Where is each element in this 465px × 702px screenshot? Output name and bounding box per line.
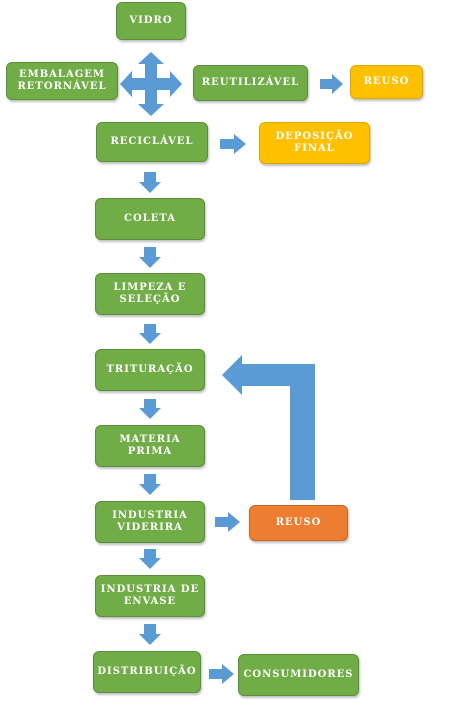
arrow-trituracao-to-materia (139, 399, 161, 419)
arrow-coleta-to-limpeza (139, 247, 161, 268)
arrow-reciclavel-to-deposicao (220, 134, 246, 154)
four-way-arrow (120, 52, 182, 116)
arrow-industria-to-envase (139, 549, 161, 569)
node-industria-vid: INDUSTRIA VIDERIRA (95, 501, 205, 543)
node-consumidores: CONSUMIDORES (238, 654, 359, 696)
node-limpeza: LIMPEZA E SELEÇÃO (95, 273, 205, 315)
arrow-industria-to-reuso (215, 512, 240, 532)
arrow-reuso-loop-to-trituracao (222, 355, 315, 500)
node-industria-env: INDUSTRIA DE ENVASE (95, 575, 205, 617)
arrow-reciclavel-to-coleta (139, 172, 161, 193)
node-coleta: COLETA (95, 198, 205, 240)
node-materia: MATERIA PRIMA (95, 425, 205, 467)
node-vidro: VIDRO (116, 2, 186, 40)
arrow-envase-to-distribuicao (139, 624, 161, 645)
node-reuso-2: REUSO (249, 505, 348, 541)
node-embalagem: EMBALAGEM RETORNÁVEL (6, 62, 118, 100)
arrow-limpeza-to-trituracao (139, 324, 161, 344)
arrow-reutilizavel-to-reuso (320, 74, 343, 94)
node-deposicao: DEPOSIÇÃO FINAL (259, 122, 370, 164)
arrow-materia-to-industria (139, 474, 161, 495)
node-reutilizavel: REUTILIZÁVEL (193, 65, 308, 101)
node-trituracao: TRITURAÇÃO (95, 349, 205, 391)
node-reuso-1: REUSO (350, 65, 423, 99)
node-distribuicao: DISTRIBUIÇÃO (93, 651, 201, 693)
node-reciclavel: RECICLÁVEL (96, 122, 208, 162)
arrow-distribuicao-to-consumidores (209, 664, 234, 684)
